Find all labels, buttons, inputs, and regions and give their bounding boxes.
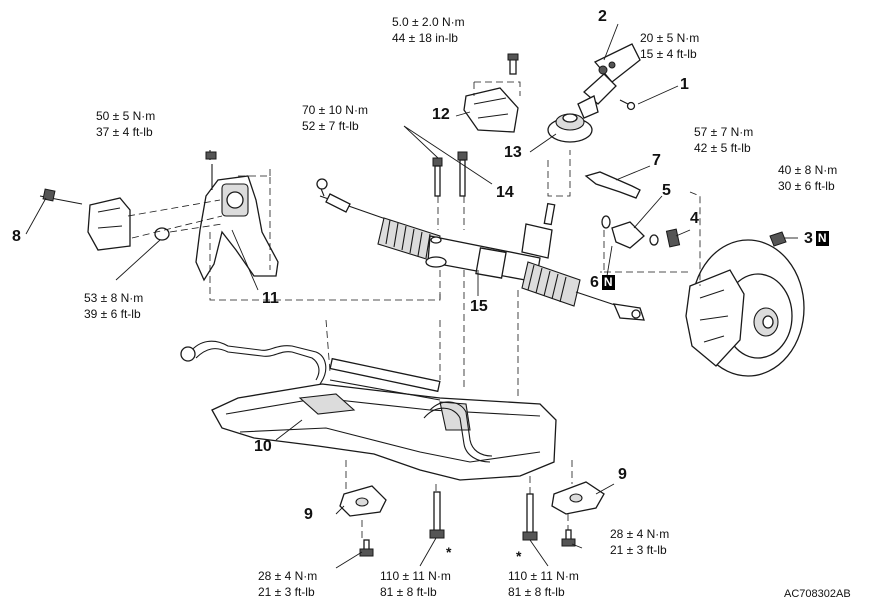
dust-cover [547, 113, 593, 143]
torque-nm: 28 ± 4 N·m [258, 569, 318, 583]
torque-gear-bolt: 70 ± 10 N·m 52 ± 7 ft-lb [302, 102, 368, 134]
leader-lines [25, 23, 798, 569]
torque-imperial: 15 ± 4 ft-lb [640, 47, 697, 61]
asterisk-right: * [516, 548, 522, 564]
callout-5: 5 [662, 182, 671, 199]
callout-9-right: 9 [618, 466, 627, 483]
torque-tie-rod-nut: 40 ± 8 N·m 30 ± 6 ft-lb [778, 162, 837, 194]
torque-nm: 28 ± 4 N·m [610, 527, 670, 541]
torque-clamp-bolt: 57 ± 7 N·m 42 ± 5 ft-lb [694, 124, 753, 156]
torque-imperial: 52 ± 7 ft-lb [302, 119, 359, 133]
torque-imperial: 21 ± 3 ft-lb [258, 585, 315, 599]
torque-lower-right: 28 ± 4 N·m 21 ± 3 ft-lb [610, 526, 669, 558]
callout-10: 10 [254, 438, 272, 455]
callout-6-number: 6 [590, 274, 599, 291]
torque-crossmember-left: 110 ± 11 N·m 81 ± 8 ft-lb [380, 568, 451, 600]
callout-8: 8 [12, 228, 21, 245]
torque-nm: 57 ± 7 N·m [694, 125, 754, 139]
torque-nm: 40 ± 8 N·m [778, 163, 838, 177]
torque-bracket-nut: 53 ± 8 N·m 39 ± 6 ft-lb [84, 290, 143, 322]
torque-imperial: 30 ± 6 ft-lb [778, 179, 835, 193]
front-crossmember [211, 357, 557, 481]
n-badge-icon: N [815, 231, 829, 246]
n-badge-icon: N [601, 275, 615, 290]
bracket-bolt [39, 188, 170, 251]
torque-imperial: 44 ± 18 in-lb [392, 31, 458, 45]
torque-nm: 110 ± 11 N·m [508, 569, 579, 583]
torque-stopper-bolt: 50 ± 5 N·m 37 ± 4 ft-lb [96, 108, 155, 140]
torque-nm: 20 ± 5 N·m [640, 31, 700, 45]
torque-imperial: 37 ± 4 ft-lb [96, 125, 153, 139]
callout-3-number: 3 [804, 230, 813, 247]
callout-7: 7 [652, 152, 661, 169]
gear-bolts [432, 151, 468, 197]
torque-imperial: 39 ± 6 ft-lb [84, 307, 141, 321]
torque-nm: 53 ± 8 N·m [84, 291, 144, 305]
callout-11: 11 [262, 290, 279, 307]
callout-12: 12 [432, 106, 450, 123]
asterisk-left: * [446, 544, 452, 560]
torque-lower-left: 28 ± 4 N·m 21 ± 3 ft-lb [258, 568, 317, 600]
steering-gear [316, 178, 645, 321]
torque-nm: 5.0 ± 2.0 N·m [392, 15, 465, 29]
stopper-bracket [195, 150, 279, 282]
callout-13: 13 [504, 144, 522, 161]
clamp-and-pipe [584, 171, 681, 249]
heat-shield [463, 53, 519, 133]
torque-nm: 110 ± 11 N·m [380, 569, 451, 583]
steering-joint [577, 43, 641, 119]
callout-2: 2 [598, 8, 607, 25]
callout-1: 1 [680, 76, 689, 93]
crossmember-brackets [339, 481, 605, 517]
torque-nm: 70 ± 10 N·m [302, 103, 368, 117]
torque-nm: 50 ± 5 N·m [96, 109, 156, 123]
torque-imperial: 42 ± 5 ft-lb [694, 141, 751, 155]
torque-imperial: 81 ± 8 ft-lb [380, 585, 437, 599]
callout-15: 15 [470, 298, 488, 315]
torque-crossmember-right: 110 ± 11 N·m 81 ± 8 ft-lb [508, 568, 579, 600]
stabilizer-bar [180, 340, 493, 463]
callout-4: 4 [690, 210, 699, 227]
knuckle-and-rotor [685, 231, 805, 377]
torque-imperial: 21 ± 3 ft-lb [610, 543, 667, 557]
callout-14: 14 [496, 184, 514, 201]
torque-joint-bolt: 20 ± 5 N·m 15 ± 4 ft-lb [640, 30, 699, 62]
torque-heat-shield-bolt: 5.0 ± 2.0 N·m 44 ± 18 in-lb [392, 14, 465, 46]
figure-id: AC708302AB [784, 588, 851, 600]
crossmember-bolts [359, 491, 576, 557]
torque-imperial: 81 ± 8 ft-lb [508, 585, 565, 599]
callout-9-left: 9 [304, 506, 313, 523]
